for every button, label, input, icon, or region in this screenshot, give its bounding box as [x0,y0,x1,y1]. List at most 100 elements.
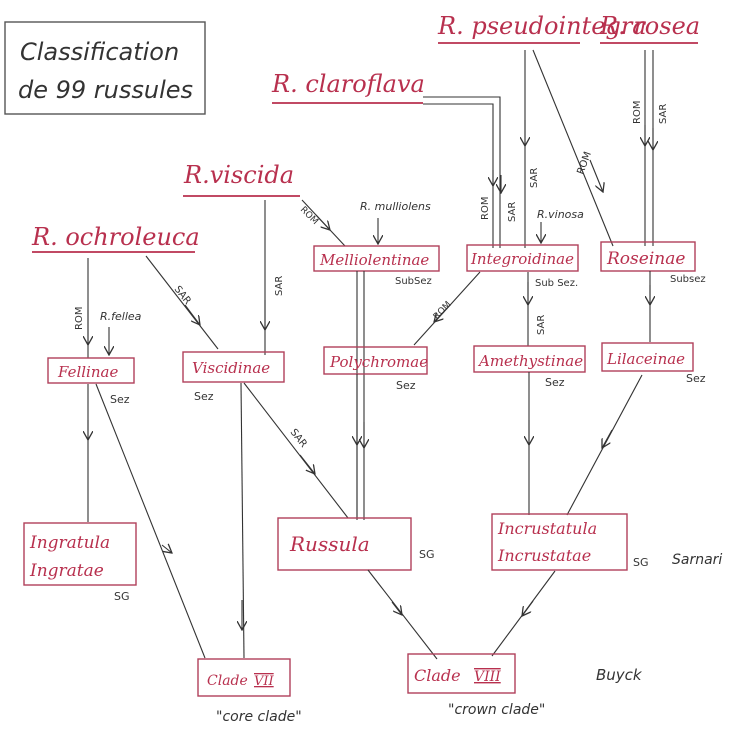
edge-line [367,569,438,660]
edge-pseudointegra-integroidinae: SAR [525,50,540,248]
node-label-2: Ingratae [29,561,104,581]
edge-viscidinae-clade7 [240,382,245,659]
node-numeral: VIII [474,669,501,685]
arrow-icon [299,454,315,474]
edge-line [145,255,219,350]
node-numeral: VII [254,674,275,689]
clade-note: "core clade" [216,709,302,725]
edge-line [95,383,206,659]
edge-label-sar: SAR [536,315,547,335]
edge-label-rom: ROM [480,197,491,220]
node-label: Clade [414,666,461,685]
edge-russula-clade8 [367,569,438,660]
node-label-1: Ingratula [29,533,110,553]
rank-label: Sub Sez. [535,278,578,289]
arrow-icon [589,159,603,192]
arrow-icon [315,214,330,230]
edge-line [240,382,245,659]
edge-line [243,382,349,519]
node-box [182,351,285,383]
node-lilaceinae: Lilaceinae Sez [601,342,706,385]
arrow-icon [602,429,613,448]
node-box [491,513,628,571]
edge-line [566,374,643,516]
node-label: Roseinae [606,249,685,269]
edge-label-sar: SAR [529,168,540,188]
node-box [466,244,579,272]
side-species-fellea: R.fellea [100,310,142,355]
edge-integroidinae-amethystinae: SAR [528,272,547,346]
side-species-label: R.vinosa [537,208,584,221]
rank-label: SG [633,556,649,569]
species-claroflava: R. claroflava [271,70,425,104]
edge-fellinae-clade7 [95,383,206,659]
rank-label: SG [419,548,435,561]
edge-viscidinae-russula: SAR [243,382,349,519]
rank-label: Sez [194,390,214,403]
arrow-icon [522,600,534,616]
author-buyck: Buyck [596,666,643,684]
edge-label-sar: SAR [274,276,285,296]
node-box [323,346,428,375]
node-label: Viscidinae [192,359,270,377]
node-russula: Russula SG [277,517,435,571]
node-box [407,653,516,694]
node-label: Melliolentinae [319,251,429,269]
node-label: Amethystinae [477,352,583,370]
rank-label: SG [114,590,130,603]
node-label: Clade [207,673,248,689]
species-rosea: R. rosea [599,12,700,44]
edge-label-rom: ROM [432,300,454,322]
species-ochroleuca: R. ochroleuca [31,223,200,253]
title-line1: Classification [20,38,179,66]
edge-ochroleuca-fellinae: ROM [74,258,88,358]
node-ingratula: Ingratula Ingratae SG [23,522,137,603]
title-line2: de 99 russules [18,76,193,104]
node-label-2: Incrustatae [497,546,591,565]
species-pseudointegra: R. pseudointegra [437,12,647,44]
species-label: R. rosea [599,12,700,40]
node-roseinae: Roseinae Subsez [600,241,706,285]
node-polychromae: Polychromae Sez [323,346,428,392]
edge-label-rom: ROM [298,205,320,227]
arrow-icon [161,545,172,553]
node-box [47,357,135,384]
edge-label-rom: ROM [74,307,85,330]
edge-incrustatula-clade8 [491,570,556,657]
node-label: Polychromae [329,353,428,371]
rank-label: Sez [545,376,565,389]
node-label-1: Incrustatula [497,519,597,538]
edge-viscida-melliolentinae: ROM [298,199,346,247]
edge-label-rom: ROM [632,101,643,124]
edge-label-sar: SAR [288,427,309,450]
node-fellinae: Fellinae Sez [47,357,135,406]
species-label: R.viscida [183,161,294,189]
node-label: Fellinae [57,363,118,381]
side-species-mulliolens: R. mulliolens [360,200,431,244]
side-species-label: R.fellea [100,310,142,323]
node-label: Russula [289,532,370,556]
edge-label-sar: SAR [172,284,193,307]
rank-label: Subsez [670,274,706,285]
node-box [23,522,137,586]
rank-label: SubSez [395,276,432,287]
node-amethystinae: Amethystinae Sez [473,345,586,389]
node-box [197,658,291,697]
node-clade7: Clade VII "core clade" [197,658,302,725]
side-species-vinosa: R.vinosa [537,208,584,243]
edge-claroflava-integroidinae: ROM SAR [423,96,518,248]
node-viscidinae: Viscidinae Sez [182,351,285,403]
rank-label: Sez [110,393,130,406]
node-clade8: Clade VIII "crown clade" [407,653,545,718]
species-viscida: R.viscida [183,161,300,197]
title-box: Classification de 99 russules [4,21,206,115]
node-box [600,241,696,272]
author-sarnari: Sarnari [672,552,722,568]
species-label: R. ochroleuca [31,223,200,251]
node-box [601,342,694,372]
node-box [277,517,412,571]
edge-rosea-roseinae: ROM SAR [632,50,669,246]
arrow-icon [391,601,402,615]
clade-note: "crown clade" [448,702,545,718]
side-species-label: R. mulliolens [360,200,431,213]
